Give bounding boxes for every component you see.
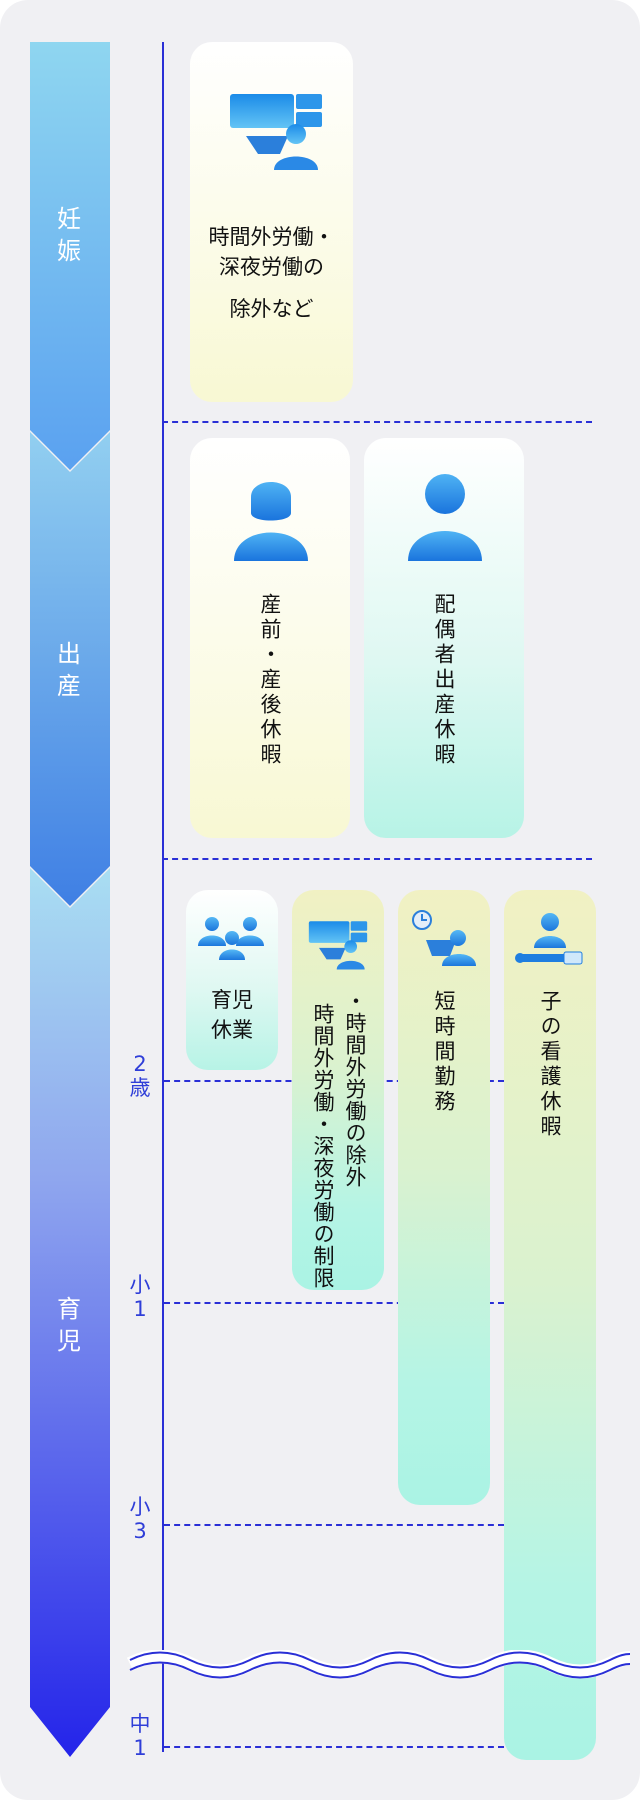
age-line-middle1 (164, 1746, 504, 1748)
age-line-elem1 (164, 1302, 504, 1304)
age-label-middle1: 中 1 (129, 1712, 151, 1760)
stage-childcare: 育 児 (30, 1270, 110, 1380)
card-childcare-leave: 育児 休業 (186, 890, 278, 1070)
age-label-elem3: 小 3 (129, 1495, 151, 1543)
stage-birth: 出 産 (30, 615, 110, 725)
sick-child-leave-text: 子の看護休暇 (538, 990, 562, 1140)
short-hours-text: 短時間勤務 (432, 990, 456, 1115)
card-short-hours: 短時間勤務 (398, 890, 490, 1505)
card-sick-child-leave: 子の看護休暇 (504, 890, 596, 1760)
timeline-axis (162, 42, 164, 1752)
childcare-leave-text: 育児 休業 (211, 988, 253, 1042)
stage-birth-label: 出 産 (57, 640, 83, 700)
spouse-leave-text: 配偶者出産休暇 (432, 593, 456, 768)
desk-worker-icon (308, 921, 368, 970)
timeline-arrow (30, 42, 110, 1757)
pregnancy-card-text-2: 除外など (229, 297, 314, 321)
child-thermometer-icon (515, 913, 583, 965)
clock-worker-icon (412, 910, 476, 966)
pregnancy-card-text-1: 時間外労働・ 深夜労働の (208, 225, 335, 279)
card-maternity-leave: 産前・産後休暇 (190, 438, 350, 838)
overtime-restriction-text-1: ・時間外労働の除外 (343, 990, 367, 1188)
card-pregnancy-overtime: 時間外労働・ 深夜労働の 除外など (190, 42, 353, 402)
age-label-2: 2 歳 (129, 1052, 151, 1100)
family-icon (198, 917, 264, 960)
maternity-leave-text: 産前・産後休暇 (258, 593, 282, 768)
card-spouse-leave: 配偶者出産休暇 (364, 438, 524, 838)
stage-pregnancy-label: 妊 娠 (57, 205, 83, 265)
age-line-elem3 (164, 1524, 504, 1526)
timeline-break-wave (126, 1650, 631, 1679)
desk-worker-icon (230, 94, 322, 170)
divider-birth-childcare (162, 858, 592, 860)
age-label-elem1: 小 1 (129, 1273, 151, 1321)
card-overtime-restriction: ・時間外労働の除外 時間外労働・深夜労働の制限 (292, 890, 384, 1290)
stage-pregnancy: 妊 娠 (30, 180, 110, 290)
overtime-restriction-text-2: 時間外労働・深夜労働の制限 (311, 1003, 335, 1289)
divider-pregnancy-birth (162, 421, 592, 423)
stage-childcare-label: 育 児 (57, 1295, 83, 1355)
person-icon (234, 482, 308, 561)
person-icon (408, 474, 482, 561)
